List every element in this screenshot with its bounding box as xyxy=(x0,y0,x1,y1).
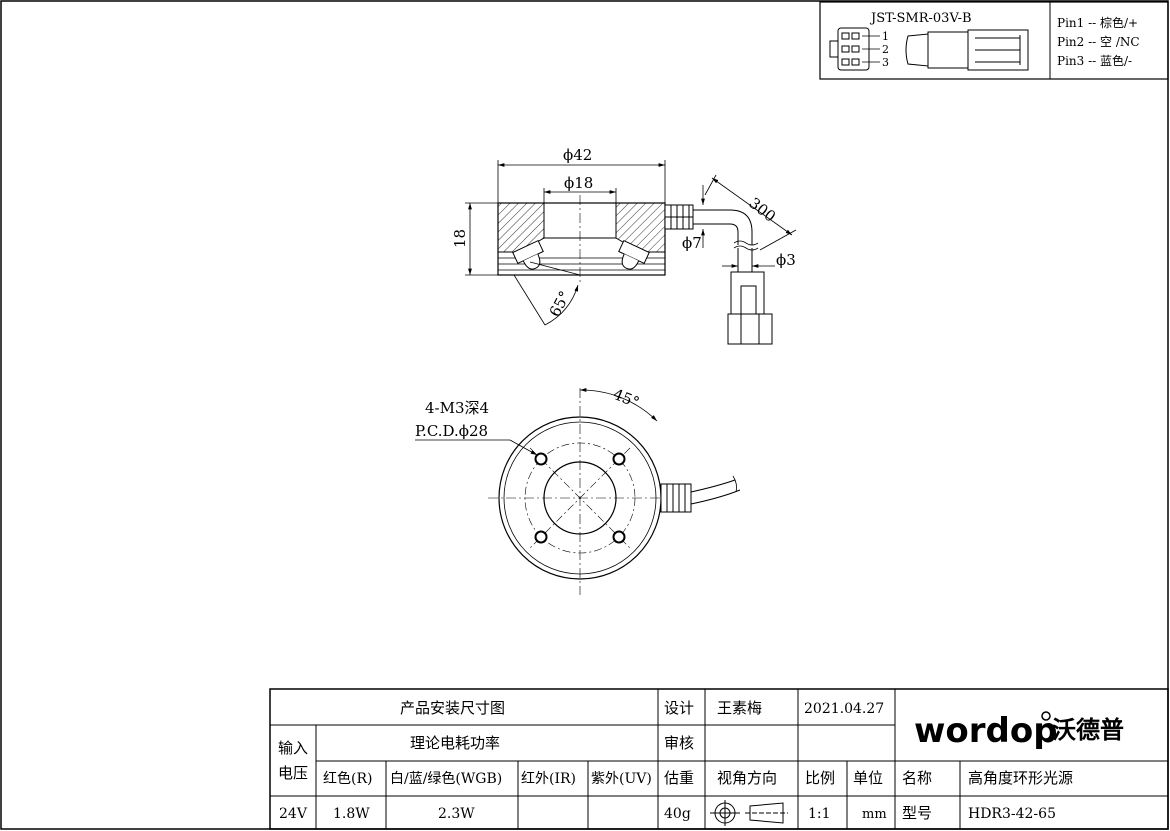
cable-gland-top-icon xyxy=(660,483,692,513)
pin-number-1: 1 xyxy=(882,30,889,43)
side-view: ϕ42 ϕ18 18 xyxy=(451,146,797,345)
design-date: 2021.04.27 xyxy=(804,701,884,717)
end-connector-icon xyxy=(727,271,773,345)
power-wgb-value: 2.3W xyxy=(438,806,475,822)
logo-cn: 沃德普 xyxy=(1052,716,1124,744)
connector-face-icon xyxy=(829,27,880,71)
hole-spec: 4-M3深4 xyxy=(425,399,489,417)
view-label: 视角方向 xyxy=(717,769,777,787)
voltage-value: 24V xyxy=(279,806,308,822)
designer-name: 王素梅 xyxy=(717,699,762,717)
connector-side-icon xyxy=(905,29,1029,71)
pin-desc-2: Pin2 -- 空 /NC xyxy=(1057,35,1140,49)
dim-hole-angle: 45° xyxy=(611,385,642,412)
mount-hole-icon xyxy=(534,530,548,544)
dim-inner-diameter: ϕ18 xyxy=(564,174,593,192)
unit-value: mm xyxy=(862,807,887,822)
top-view: 4-M3深4 P.C.D.ϕ28 45° xyxy=(415,385,741,595)
design-label: 设计 xyxy=(664,699,694,717)
led-left-icon xyxy=(512,239,544,270)
mount-hole-icon xyxy=(612,452,626,466)
dim-height: 18 xyxy=(451,229,469,248)
name-value: 高角度环形光源 xyxy=(968,769,1073,787)
pin-number-3: 3 xyxy=(882,56,889,69)
col-ir: 红外(IR) xyxy=(521,771,576,787)
model-value: HDR3-42-65 xyxy=(968,806,1056,822)
title-block xyxy=(269,688,1169,830)
power-label: 理论电耗功率 xyxy=(410,734,500,752)
scale-label: 比例 xyxy=(805,769,835,787)
dim-cable-diameter: ϕ3 xyxy=(776,251,796,269)
company-logo: wordop 沃德普 xyxy=(914,711,1124,751)
pcd-spec: P.C.D.ϕ28 xyxy=(415,422,488,440)
pin-number-2: 2 xyxy=(882,43,889,56)
logo-text: wordop xyxy=(914,711,1058,751)
pin-desc-3: Pin3 -- 蓝色/- xyxy=(1057,54,1132,68)
connector-model: JST-SMR-03V-B xyxy=(869,11,972,26)
input-voltage-label-1: 输入 xyxy=(278,739,308,757)
unit-label: 单位 xyxy=(853,769,883,787)
name-label: 名称 xyxy=(902,769,932,787)
input-voltage-label-2: 电压 xyxy=(278,764,308,782)
col-uv: 紫外(UV) xyxy=(591,771,652,787)
dim-cable-gland: ϕ7 xyxy=(682,234,702,252)
dim-outer-diameter: ϕ42 xyxy=(563,146,592,164)
title-block-text: 产品安装尺寸图 设计 王素梅 2021.04.27 输入 电压 理论电耗功率 审… xyxy=(278,699,1073,822)
connector-panel: JST-SMR-03V-B 1 2 3 Pin1 -- xyxy=(819,1,1169,80)
model-label: 型号 xyxy=(902,804,932,822)
col-red: 红色(R) xyxy=(323,770,372,787)
cable-gland-icon xyxy=(664,204,694,230)
led-right-icon xyxy=(618,239,650,270)
scale-value: 1:1 xyxy=(808,806,831,822)
power-red-value: 1.8W xyxy=(333,806,370,822)
pin-desc-1: Pin1 -- 棕色/+ xyxy=(1057,15,1138,30)
dim-angle: 65° xyxy=(546,288,574,320)
drawing-title: 产品安装尺寸图 xyxy=(400,699,505,717)
mount-hole-icon xyxy=(612,530,626,544)
review-label: 审核 xyxy=(664,734,694,752)
col-wgb: 白/蓝/绿色(WGB) xyxy=(390,770,502,787)
mount-hole-icon xyxy=(534,452,548,466)
weight-label: 估重 xyxy=(664,769,694,787)
projection-symbol-icon xyxy=(710,800,788,826)
weight-value: 40g xyxy=(664,806,691,822)
